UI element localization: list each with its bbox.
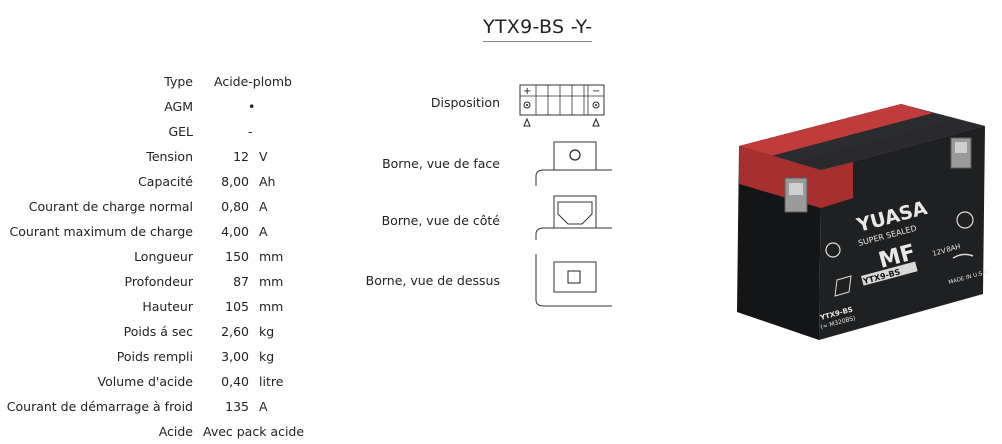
terminal-layout-diagram: + − [519,84,605,127]
spec-value: 150 [225,249,249,264]
spec-value: 3,00 [221,349,249,364]
spec-unit: A [259,224,268,239]
plus-sign: + [523,86,531,97]
spec-unit: Ah [259,174,276,189]
terminal-front-label: Borne, vue de face [382,156,500,171]
spec-label: Courant de charge normal [28,199,193,214]
spec-label: Volume d'acide [97,374,193,389]
spec-value: 0,40 [221,374,249,389]
spec-label: Poids rempli [116,349,193,364]
spec-value: 0,80 [221,199,249,214]
capacity-label: 8AH [945,242,961,253]
spec-value: Avec pack acide [203,424,305,439]
spec-unit: mm [259,274,284,289]
spec-unit: A [259,399,268,414]
spec-label: Courant de démarrage à froid [6,399,193,414]
battery-product-image: YUASA SUPER SEALED MF 12V 8AH YTX9-BS MA… [737,104,990,340]
spec-unit: V [259,149,268,164]
spec-label: Profondeur [124,274,194,289]
page-title: YTX9-BS -Y- [483,16,593,42]
minus-sign: − [592,86,600,97]
terminal-top-label: Borne, vue de dessus [365,273,500,288]
spec-value: 2,60 [221,324,249,339]
spec-unit: kg [259,324,275,339]
spec-label: Courant maximum de charge [9,224,193,239]
spec-label: AGM [164,99,193,114]
disposition-label: Disposition [430,95,500,110]
terminal-side-view-icon [535,195,612,240]
spec-unit: mm [259,249,284,264]
spec-value: 87 [233,274,249,289]
spec-value: • [248,99,256,114]
spec-label: Longueur [134,249,193,264]
spec-label: Poids á sec [123,324,193,339]
spec-value: 4,00 [221,224,249,239]
spec-unit: A [259,199,268,214]
spec-label: Tension [146,149,193,164]
terminal-top-view-icon [535,254,612,307]
voltage-label: 12V [931,247,947,258]
spec-value: 135 [225,399,249,414]
spec-value: - [248,124,253,139]
terminal-side-label: Borne, vue de côté [381,213,500,228]
spec-value: 105 [225,299,249,314]
spec-unit: litre [259,374,284,389]
spec-value: 8,00 [221,174,249,189]
spec-unit: kg [259,349,275,364]
spec-label: Type [164,74,193,89]
spec-value: Acide-plomb [214,74,292,89]
terminal-front-view-icon [535,141,612,186]
spec-label: Hauteur [142,299,193,314]
spec-label: GEL [168,124,193,139]
spec-label: Capacité [138,174,193,189]
spec-value: 12 [233,149,249,164]
spec-unit: mm [259,299,284,314]
spec-label: Acide [158,424,193,439]
